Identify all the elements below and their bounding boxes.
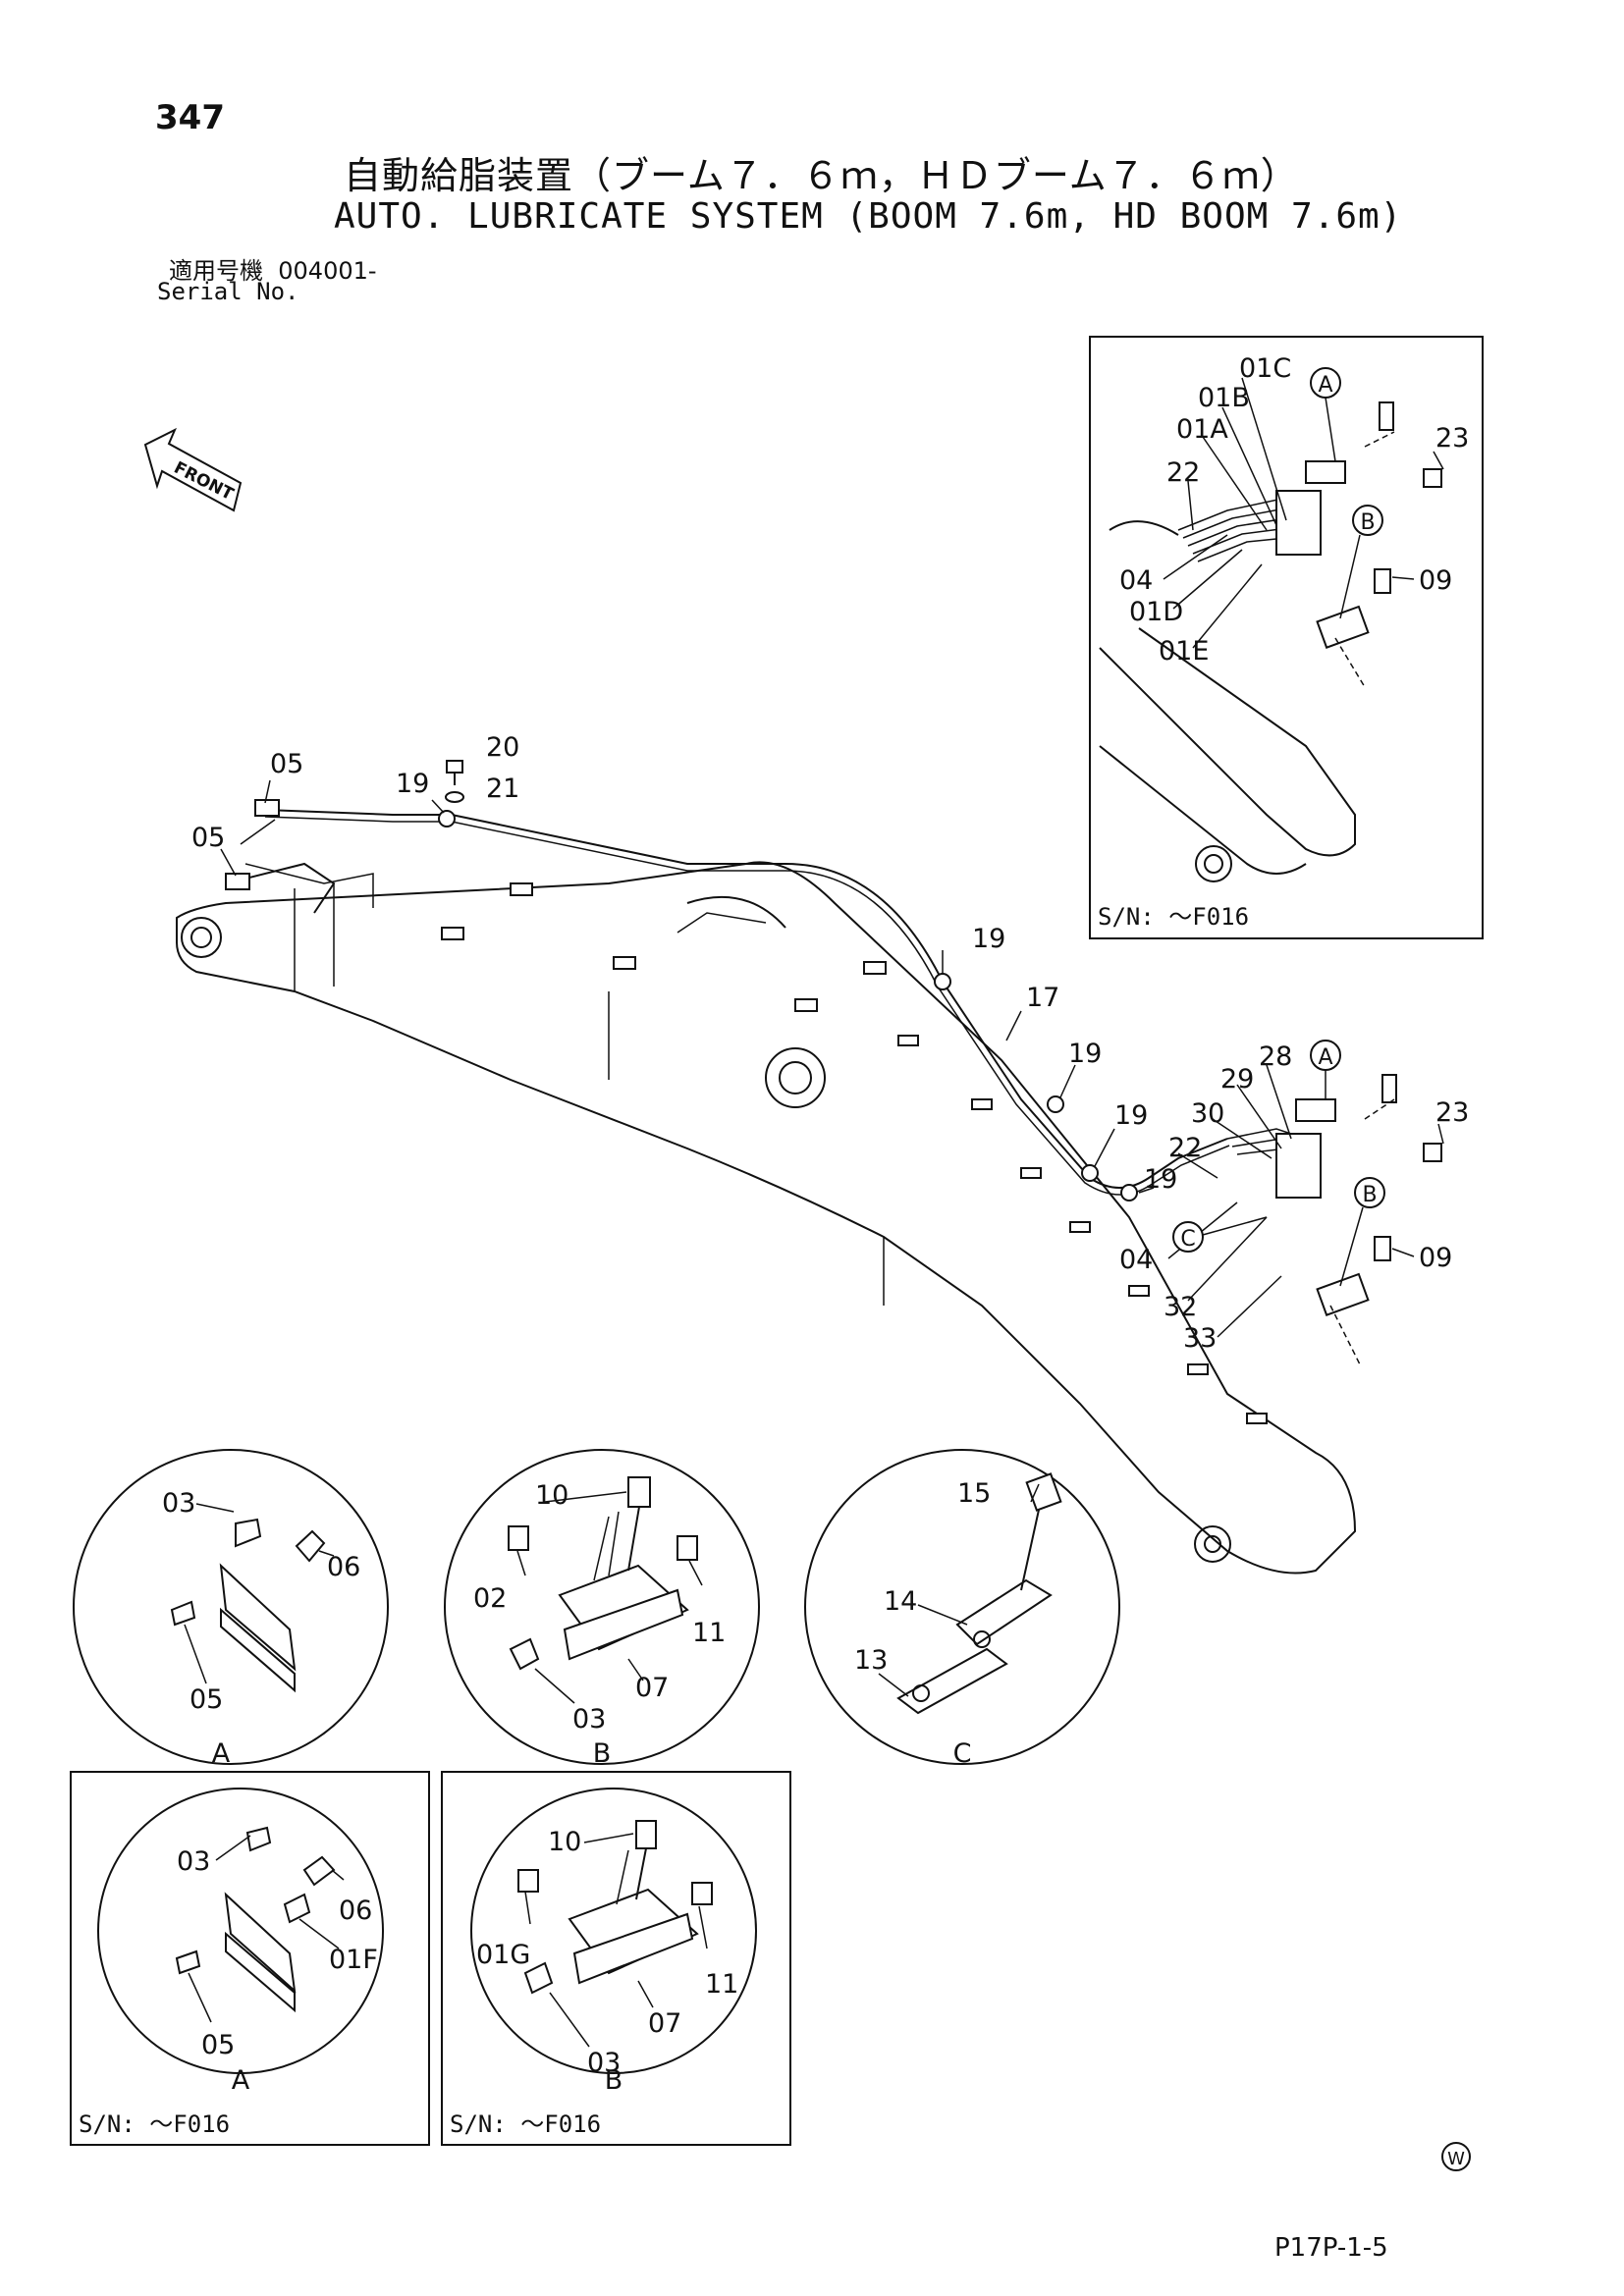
callout-32: 32 <box>1164 1292 1197 1322</box>
callout-a-03: 03 <box>162 1488 195 1519</box>
main-marker-c-label: C <box>1180 1227 1195 1252</box>
callout-20: 20 <box>486 732 519 763</box>
callout-19-rear1: 19 <box>1068 1039 1102 1069</box>
front-arrow-icon: FRONT <box>143 427 243 512</box>
callout-05-lower: 05 <box>191 823 225 853</box>
page-number: 347 <box>155 98 225 137</box>
callout-olda-05: 05 <box>201 2030 235 2060</box>
main-marker-b-label: B <box>1362 1183 1377 1207</box>
serial-value: 004001- <box>278 257 377 285</box>
callout-inset-22: 22 <box>1166 457 1200 488</box>
detail-view-c-label: C <box>953 1738 972 1769</box>
callout-c-15: 15 <box>957 1478 991 1509</box>
callout-inset-01b: 01B <box>1198 383 1250 413</box>
callout-a-05: 05 <box>189 1684 223 1715</box>
old-detail-view-a-label: A <box>232 2065 250 2096</box>
callout-inset-01d: 01D <box>1129 597 1183 627</box>
inset-top-serial-note: S/N: ～F016 <box>1098 903 1249 931</box>
old-detail-view-a: 03 06 01F 05 A S/N: ～F016 <box>70 1771 430 2146</box>
serial-label-en: Serial No. <box>157 278 299 305</box>
callout-30: 30 <box>1191 1098 1224 1129</box>
inset-top-frame <box>1089 336 1484 939</box>
callout-04: 04 <box>1119 1245 1153 1275</box>
inset-marker-a-label: A <box>1318 373 1332 398</box>
inset-marker-b <box>1352 505 1383 536</box>
callout-olda-03: 03 <box>177 1846 210 1877</box>
detail-view-c: 15 14 13 C <box>804 1449 1120 1769</box>
page-title-jp: 自動給脂装置（ブーム７．６ｍ，ＨＤブーム７．６ｍ） <box>344 154 1299 197</box>
callout-17: 17 <box>1026 983 1059 1013</box>
detail-view-b: 10 02 11 03 07 B <box>444 1449 760 1769</box>
callout-29: 29 <box>1220 1064 1254 1095</box>
callout-05-upper: 05 <box>270 749 303 779</box>
serial-label-jp: 適用号機 004001- <box>169 251 377 286</box>
callout-22: 22 <box>1168 1133 1202 1163</box>
old-detail-view-b-label: B <box>605 2065 623 2096</box>
inset-top: A B 01C 01B 01A 22 23 04 01D 01E 09 S/N:… <box>1089 336 1484 939</box>
old-detail-view-b: 10 01G 11 07 03 B S/N: ～F016 <box>441 1771 791 2146</box>
callout-a-06: 06 <box>327 1552 360 1582</box>
w-mark-label: W <box>1447 2149 1465 2169</box>
callout-oldb-01g: 01G <box>476 1940 530 1970</box>
page-title-en: AUTO. LUBRICATE SYSTEM (BOOM 7.6m, HD BO… <box>334 196 1403 237</box>
callout-olda-06: 06 <box>339 1896 372 1926</box>
detail-view-a-label: A <box>212 1738 231 1769</box>
callout-19-mid: 19 <box>972 924 1005 954</box>
main-marker-c <box>1172 1221 1204 1253</box>
callout-28: 28 <box>1259 1041 1292 1072</box>
callout-21: 21 <box>486 774 519 804</box>
callout-c-13: 13 <box>854 1645 888 1676</box>
serial-label-jp-text: 適用号機 <box>169 257 263 285</box>
callout-inset-23: 23 <box>1435 423 1469 454</box>
old-detail-b-serial-note: S/N: ～F016 <box>450 2110 601 2138</box>
callout-09: 09 <box>1419 1243 1452 1273</box>
callout-oldb-07: 07 <box>648 2008 681 2039</box>
callout-b-11: 11 <box>692 1618 726 1648</box>
callout-inset-01c: 01C <box>1239 353 1291 384</box>
callout-oldb-11: 11 <box>705 1969 738 2000</box>
main-marker-b <box>1354 1177 1385 1208</box>
callout-33: 33 <box>1183 1323 1217 1354</box>
callout-c-14: 14 <box>884 1586 917 1617</box>
callout-oldb-03: 03 <box>587 2048 621 2078</box>
callout-inset-04: 04 <box>1119 565 1153 596</box>
callout-b-10: 10 <box>535 1480 568 1511</box>
old-detail-a-serial-note: S/N: ～F016 <box>79 2110 230 2138</box>
inset-marker-b-label: B <box>1360 510 1375 535</box>
callout-19-rear2: 19 <box>1114 1100 1148 1131</box>
main-boom: A B C 05 05 20 19 21 19 17 19 19 28 29 3… <box>176 732 1469 1575</box>
callout-b-07: 07 <box>635 1673 669 1703</box>
callout-inset-01e: 01E <box>1159 636 1209 667</box>
detail-view-b-label: B <box>593 1738 612 1769</box>
callout-inset-01a: 01A <box>1176 414 1228 445</box>
callout-inset-09: 09 <box>1419 565 1452 596</box>
footer-code: P17P-1-5 <box>1274 2233 1388 2263</box>
detail-view-a: 03 06 05 A <box>73 1449 389 1769</box>
w-mark: W <box>1441 2142 1471 2171</box>
callout-23: 23 <box>1435 1097 1469 1128</box>
callout-oldb-10: 10 <box>548 1827 581 1857</box>
callout-19-front: 19 <box>396 769 429 799</box>
callout-b-03: 03 <box>572 1704 606 1735</box>
main-marker-a-label: A <box>1318 1045 1332 1070</box>
callout-b-02: 02 <box>473 1583 507 1614</box>
callout-olda-01f: 01F <box>329 1945 378 1975</box>
callout-19-end: 19 <box>1144 1164 1177 1195</box>
